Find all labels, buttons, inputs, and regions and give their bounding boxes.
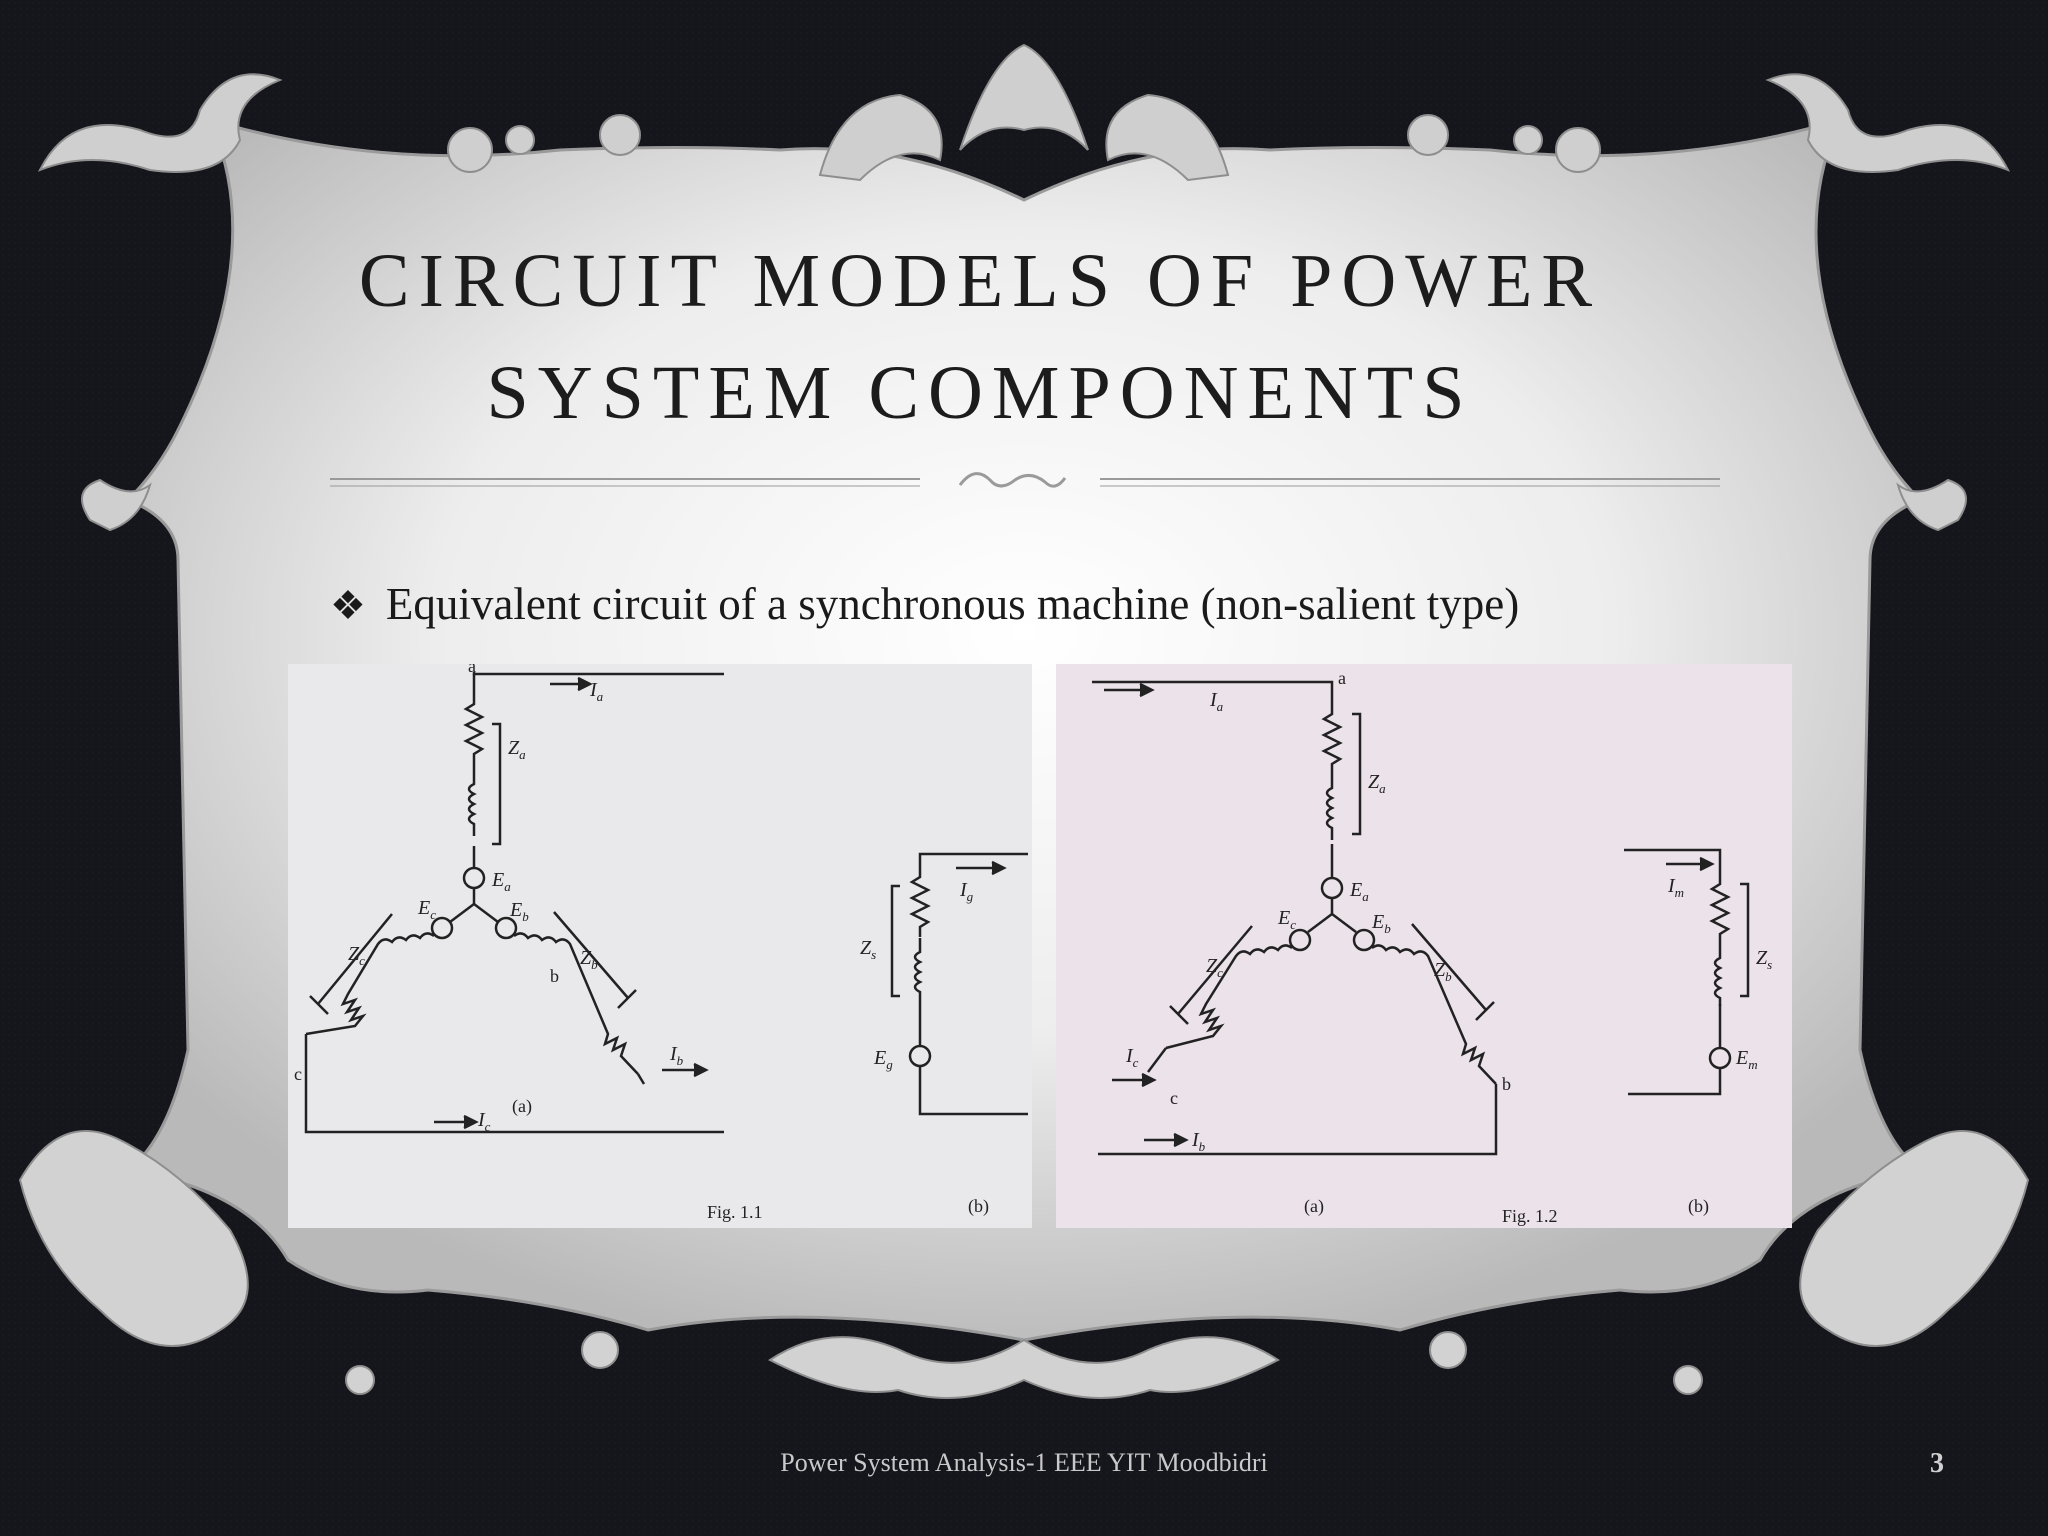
- label-Ec-sub-2: c: [1290, 917, 1296, 932]
- svg-text:Zc: Zc: [348, 943, 365, 968]
- slide-footer: Power System Analysis-1 EEE YIT Moodbidr…: [780, 1448, 1268, 1477]
- label-Ec-sub: c: [430, 907, 436, 922]
- title-divider: [330, 472, 1720, 488]
- label-Im-sub: m: [1675, 885, 1684, 900]
- label-Eg: E: [873, 1047, 886, 1069]
- label-Zc-2: Z: [1206, 955, 1218, 977]
- node-b-label-2: b: [1502, 1074, 1511, 1094]
- label-Em-sub: m: [1748, 1057, 1757, 1072]
- label-Ic: I: [477, 1109, 486, 1131]
- label-Eg-sub: g: [886, 1057, 893, 1072]
- figure-1-2-scan: a b c (a) Fig. 1.2 (b) Ia Za Ea Eb Ec Zb…: [1056, 664, 1792, 1228]
- svg-text:Za: Za: [1368, 771, 1386, 796]
- svg-text:Eb: Eb: [509, 899, 529, 924]
- svg-text:Ic: Ic: [477, 1109, 491, 1134]
- label-Zc-sub: c: [359, 953, 365, 968]
- label-Im: I: [1667, 875, 1676, 897]
- label-Ib-2: I: [1191, 1129, 1200, 1151]
- caption-fig-2: Fig. 1.2: [1502, 1206, 1558, 1226]
- caption-fig: Fig. 1.1: [707, 1202, 763, 1222]
- svg-text:Em: Em: [1735, 1047, 1758, 1072]
- svg-text:Eb: Eb: [1371, 911, 1391, 936]
- label-Zs-sub-2: s: [1767, 957, 1772, 972]
- label-Eb-sub: b: [522, 909, 529, 924]
- label-Ib: I: [669, 1043, 678, 1065]
- svg-text:Zb: Zb: [580, 947, 598, 972]
- label-Ig-sub: g: [967, 889, 974, 904]
- label-Ic-2: I: [1125, 1045, 1134, 1067]
- label-Em: E: [1735, 1047, 1748, 1069]
- caption-b: (b): [968, 1196, 989, 1217]
- label-Ib-sub-2: b: [1199, 1139, 1206, 1154]
- node-a-label: a: [468, 664, 476, 676]
- label-Za: Z: [508, 737, 520, 759]
- bullet-text: Equivalent circuit of a synchronous mach…: [385, 579, 1520, 629]
- svg-text:Zs: Zs: [1756, 947, 1772, 972]
- svg-text:Eg: Eg: [873, 1047, 893, 1072]
- svg-text:Ec: Ec: [417, 897, 436, 922]
- figure-1-2-circuit: a b c (a) Fig. 1.2 (b) Ia Za Ea Eb Ec Zb…: [1092, 668, 1772, 1226]
- label-Za-sub-2: a: [1379, 781, 1386, 796]
- label-Zb-sub-2: b: [1445, 969, 1452, 984]
- label-Eb-sub-2: b: [1384, 921, 1391, 936]
- page-number: 3: [1930, 1448, 1944, 1479]
- label-Ia: I: [589, 679, 598, 701]
- top-ornaments: [37, 43, 2011, 532]
- svg-text:Ic: Ic: [1125, 1045, 1139, 1070]
- label-Zb-sub: b: [591, 957, 598, 972]
- svg-text:Ia: Ia: [589, 679, 604, 704]
- svg-text:Im: Im: [1667, 875, 1684, 900]
- label-Zc-sub-2: c: [1217, 965, 1223, 980]
- svg-text:Zc: Zc: [1206, 955, 1223, 980]
- label-Za-2: Z: [1368, 771, 1380, 793]
- caption-a: (a): [512, 1096, 532, 1117]
- svg-text:Ig: Ig: [959, 879, 974, 904]
- svg-text:Ec: Ec: [1277, 907, 1296, 932]
- label-Ea-2: E: [1349, 879, 1362, 901]
- label-Ig: I: [959, 879, 968, 901]
- label-Zb: Z: [580, 947, 592, 969]
- label-Ic-sub-2: c: [1133, 1055, 1139, 1070]
- node-a-label-2: a: [1338, 668, 1346, 688]
- label-Eb: E: [509, 899, 522, 921]
- bottom-ornaments: [18, 1130, 2030, 1399]
- label-Zs-2: Z: [1756, 947, 1768, 969]
- label-Za-sub: a: [519, 747, 526, 762]
- node-b-label: b: [550, 966, 559, 986]
- label-Ec: E: [417, 897, 430, 919]
- svg-text:Zs: Zs: [860, 937, 876, 962]
- slide-title: CIRCUIT MODELS OF POWER SYSTEM COMPONENT…: [358, 239, 1602, 435]
- label-Ea: E: [491, 869, 504, 891]
- diamond-bullet-icon: ❖: [330, 583, 366, 628]
- label-Ia-sub: a: [597, 689, 604, 704]
- label-Zs: Z: [860, 937, 872, 959]
- label-Ic-sub: c: [485, 1119, 491, 1134]
- node-c-label: c: [294, 1064, 302, 1084]
- svg-text:Zb: Zb: [1434, 959, 1452, 984]
- svg-text:Ea: Ea: [1349, 879, 1369, 904]
- label-Ea-sub-2: a: [1362, 889, 1369, 904]
- caption-b-2: (b): [1688, 1196, 1709, 1217]
- figure-1-1-scan: a b c (a) Fig. 1.1 (b) Ia Za Ea Eb Ec Zb…: [288, 664, 1032, 1228]
- svg-text:Ia: Ia: [1209, 689, 1224, 714]
- label-Ea-sub: a: [504, 879, 511, 894]
- label-Ec-2: E: [1277, 907, 1290, 929]
- svg-text:Za: Za: [508, 737, 526, 762]
- label-Zb-2: Z: [1434, 959, 1446, 981]
- svg-text:Ib: Ib: [1191, 1129, 1206, 1154]
- bullet-item: ❖ Equivalent circuit of a synchronous mac…: [330, 578, 1519, 630]
- caption-a-2: (a): [1304, 1196, 1324, 1217]
- label-Ia-2: I: [1209, 689, 1218, 711]
- label-Ia-sub-2: a: [1217, 699, 1224, 714]
- label-Zs-sub: s: [871, 947, 876, 962]
- label-Eb-2: E: [1371, 911, 1384, 933]
- svg-text:Ea: Ea: [491, 869, 511, 894]
- node-c-label-2: c: [1170, 1088, 1178, 1108]
- label-Zc: Z: [348, 943, 360, 965]
- svg-text:Ib: Ib: [669, 1043, 684, 1068]
- figure-1-1-circuit: a b c (a) Fig. 1.1 (b) Ia Za Ea Eb Ec Zb…: [294, 664, 1028, 1222]
- label-Ib-sub: b: [677, 1053, 684, 1068]
